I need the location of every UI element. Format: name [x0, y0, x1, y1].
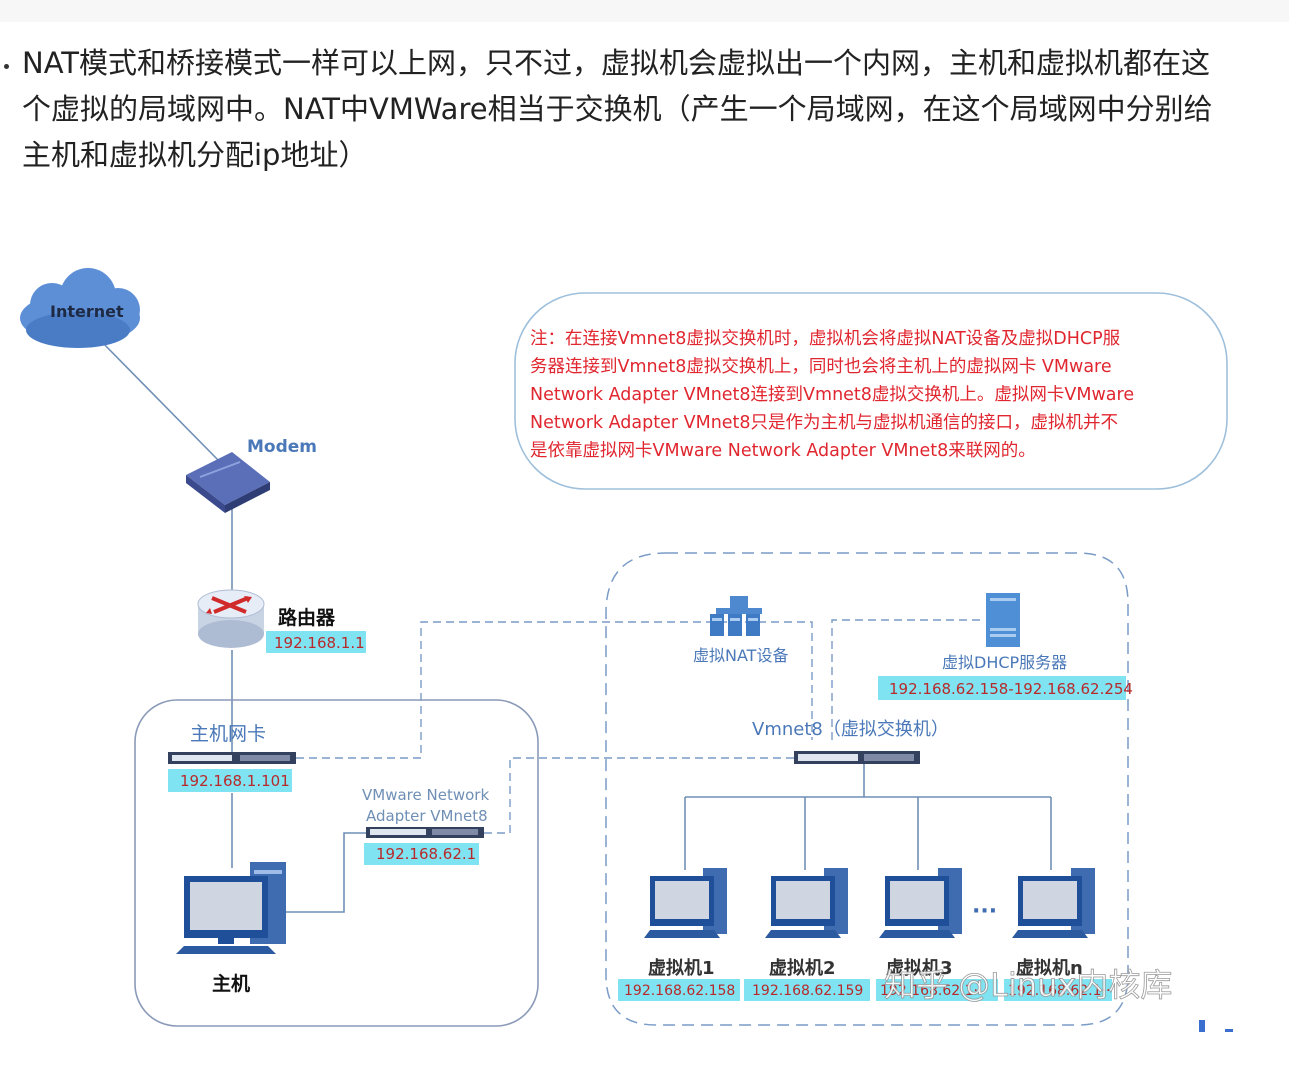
- note-line: 注：在连接Vmnet8虚拟交换机时，虚拟机会将虚拟NAT设备及虚拟DHCP服: [530, 329, 1120, 349]
- vmnet8-adapter-ip: 192.168.62.1: [376, 845, 476, 863]
- vm-n: 虚拟机n 192.168.62.1··: [1004, 868, 1112, 1001]
- host-vmnet8adapter-link: [286, 832, 368, 913]
- router-ip: 192.168.1.1: [274, 634, 365, 652]
- host-machine-box: [134, 699, 539, 1027]
- vm-ip: 192.168.62.158: [624, 983, 735, 999]
- paragraph-line: 主机和虚拟机分配ip地址）: [22, 138, 368, 172]
- vm-ip-badge: [876, 979, 998, 1001]
- virtual-network-box: [605, 552, 1129, 1026]
- modem-icon: [186, 452, 270, 513]
- vm-ip-badge: [618, 979, 740, 1001]
- vm-ellipsis: ···: [972, 899, 997, 924]
- host-nic-label: 主机网卡: [190, 723, 266, 745]
- note-box: [514, 292, 1228, 490]
- host-label: 主机: [212, 973, 250, 995]
- dhcp-range: 192.168.62.158-192.168.62.254: [889, 680, 1133, 698]
- vm-ip: 192.168.62.1··: [880, 983, 982, 999]
- dhcp-switch-dashed: [831, 619, 985, 740]
- note-line: 务器连接到Vmnet8虚拟交换机上，同时也会将主机上的虚拟网卡 VMware: [530, 357, 1112, 377]
- paragraph-line: NAT模式和桥接模式一样可以上网，只不过，虚拟机会虚拟出一个内网，主机和虚拟机都…: [22, 46, 1210, 80]
- vmnet8-adapter-ip-badge: [364, 843, 479, 865]
- adapter-switch-dashed: [484, 757, 797, 834]
- host-computer-icon: [176, 862, 286, 954]
- router-icon: [197, 589, 265, 648]
- vmnet8-adapter-label-1: VMware Network: [362, 786, 489, 804]
- solid-connections: [94, 334, 1052, 913]
- nat-device-label: 虚拟NAT设备: [693, 646, 788, 665]
- vm-2: 虚拟机2 192.168.62.159: [744, 868, 870, 1001]
- vm-ip: 192.168.62.159: [752, 983, 863, 999]
- dhcp-range-badge: [878, 676, 1126, 700]
- vm-computer-icon: [1012, 868, 1095, 938]
- vm-label: 虚拟机3: [886, 957, 953, 979]
- host-nic-ip-badge: [168, 769, 292, 792]
- host-nic-icon: [168, 752, 296, 764]
- switch-label: Vmnet8（虚拟交换机）: [752, 719, 949, 740]
- hostnic-nat-dashed: [296, 621, 813, 759]
- vm-ip-badge: [1004, 979, 1112, 1001]
- host-nic-ip: 192.168.1.101: [180, 772, 290, 790]
- watermark: 知乎 @Linux内核库: [884, 966, 1172, 1004]
- vm-label: 虚拟机2: [769, 957, 836, 979]
- modem-label: Modem: [247, 437, 317, 457]
- dashed-connections: [296, 619, 985, 834]
- internet-modem-link: [94, 334, 221, 463]
- note-line: 是依靠虚拟网卡VMware Network Adapter VMnet8来联网的…: [530, 441, 1036, 461]
- internet-cloud-icon: Internet: [20, 268, 140, 348]
- vm-3: 虚拟机3 192.168.62.1··: [876, 868, 998, 1001]
- vm-ip-badge: [744, 979, 870, 1001]
- vmnet8-adapter-label-2: Adapter VMnet8: [366, 807, 488, 825]
- vm-ip: 192.168.62.1··: [1008, 983, 1110, 999]
- note-text: 注：在连接Vmnet8虚拟交换机时，虚拟机会将虚拟NAT设备及虚拟DHCP服 务…: [530, 329, 1134, 461]
- corner-mark: [1199, 1020, 1205, 1032]
- vm-computer-icon: [879, 868, 962, 938]
- router-ip-badge: [266, 631, 366, 653]
- note-line: Network Adapter VMnet8连接到Vmnet8虚拟交换机上。虚拟…: [530, 385, 1134, 405]
- bullet-icon: [4, 64, 9, 69]
- vmnet8-adapter-icon: [366, 827, 484, 838]
- vm-1: 虚拟机1 192.168.62.158: [618, 868, 740, 1001]
- intro-paragraph: NAT模式和桥接模式一样可以上网，只不过，虚拟机会虚拟出一个内网，主机和虚拟机都…: [22, 40, 1222, 178]
- vm-label: 虚拟机n: [1016, 957, 1083, 979]
- nat-device-icon: [710, 596, 762, 636]
- internet-label: Internet: [50, 302, 124, 321]
- dhcp-server-icon: [986, 593, 1020, 647]
- router-label: 路由器: [278, 606, 336, 629]
- vm-computer-icon: [644, 868, 727, 938]
- dhcp-label: 虚拟DHCP服务器: [942, 653, 1067, 672]
- note-line: Network Adapter VMnet8只是作为主机与虚拟机通信的接口，虚拟…: [530, 413, 1118, 433]
- vm-computer-icon: [765, 868, 848, 938]
- paragraph-line: 个虚拟的局域网中。NAT中VMWare相当于交换机（产生一个局域网，在这个局域网…: [22, 92, 1213, 126]
- vm-label: 虚拟机1: [648, 957, 715, 979]
- top-bar: [0, 0, 1289, 22]
- switch-icon: [794, 751, 920, 764]
- corner-mark: [1225, 1029, 1233, 1032]
